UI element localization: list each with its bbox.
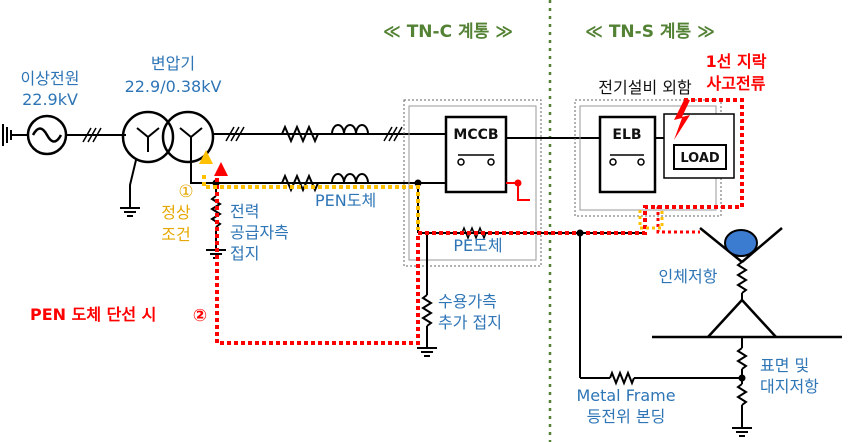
mccb-contacts: [457, 154, 495, 166]
bonding-label-line1: Metal Frame: [576, 386, 675, 405]
transformer-symbol: [121, 110, 215, 164]
tn-c-panel-outer: [403, 99, 542, 267]
fault-lightning-icon: [674, 100, 690, 140]
pen-break-label: PEN 도체 단선 시: [30, 305, 156, 324]
surface-resistance-line2: 대지저항: [760, 377, 819, 396]
normal-current-arrow: [199, 150, 213, 164]
supply-ground-line3: 접지: [230, 244, 259, 263]
source-label-line2: 22.9kV: [22, 90, 78, 109]
fault-label-line1: 1선 지락: [706, 52, 767, 71]
normal-current-path-equipment: [638, 210, 664, 230]
bonding-node-earth: [738, 374, 746, 382]
customer-ground-line1: 수용가측: [438, 292, 497, 311]
normal-condition-line1: 정상: [161, 203, 191, 222]
bonding-node-top: [576, 229, 584, 237]
transformer-ground: [120, 159, 140, 217]
tn-c-panel-inner: [408, 105, 537, 261]
phase-inductor: [331, 124, 369, 135]
ac-source-symbol: [26, 114, 68, 156]
load-box: [673, 144, 727, 170]
fault-to-body-path: [645, 205, 700, 234]
secondary-phase-marks: [225, 126, 403, 142]
fault-label-line2: 사고전류: [707, 74, 766, 93]
surface-resistance-line1: 표면 및: [760, 356, 809, 375]
transformer-label-line2: 22.9/0.38kV: [125, 77, 222, 96]
normal-condition-number: ①: [178, 182, 193, 202]
tn-c-header: ≪ TN-C 계통 ≫: [383, 22, 513, 42]
elb-contacts: [609, 154, 645, 166]
enclosure-label: 전기설비 외함: [598, 78, 692, 97]
neutral-out-line: [506, 182, 530, 201]
pen-conductor-line: [190, 152, 446, 184]
body-resistance-label: 인체저항: [659, 267, 718, 286]
bonding-label-line2: 등전위 본딩: [587, 407, 666, 426]
transformer-label-line1: 변압기: [151, 54, 195, 73]
surface-resistance: [732, 337, 752, 437]
supply-ground-line2: 공급자측: [230, 223, 289, 242]
transformer-windings: [136, 127, 203, 152]
supply-ground-line1: 전력: [230, 202, 259, 221]
normal-current-path: [202, 175, 420, 230]
normal-condition-line2: 조건: [161, 225, 190, 244]
source-label-line1: 이상전원: [21, 69, 80, 88]
phase-resistor: [281, 124, 319, 144]
fault-current-path: [215, 98, 744, 345]
neutral-out-node: [514, 179, 522, 187]
primary-phase-marks: [82, 127, 102, 143]
pen-conductor-label: PEN도체: [315, 191, 376, 210]
customer-ground-line2: 추가 접지: [438, 313, 502, 332]
elb-label: ELB: [612, 127, 641, 143]
customer-ground: [417, 233, 437, 357]
fault-current-arrow: [214, 162, 228, 176]
mccb-label: MCCB: [453, 127, 498, 143]
pen-inductor: [331, 173, 369, 184]
tn-s-header: ≪ TN-S 계통 ≫: [585, 22, 715, 42]
metal-frame-bonding: [579, 233, 742, 386]
pe-conductor-label: PE도체: [453, 236, 502, 255]
pen-break-number: ②: [193, 306, 207, 326]
load-label: LOAD: [680, 151, 720, 166]
source-ground-symbol: [2, 124, 27, 146]
human-body: [652, 227, 842, 339]
